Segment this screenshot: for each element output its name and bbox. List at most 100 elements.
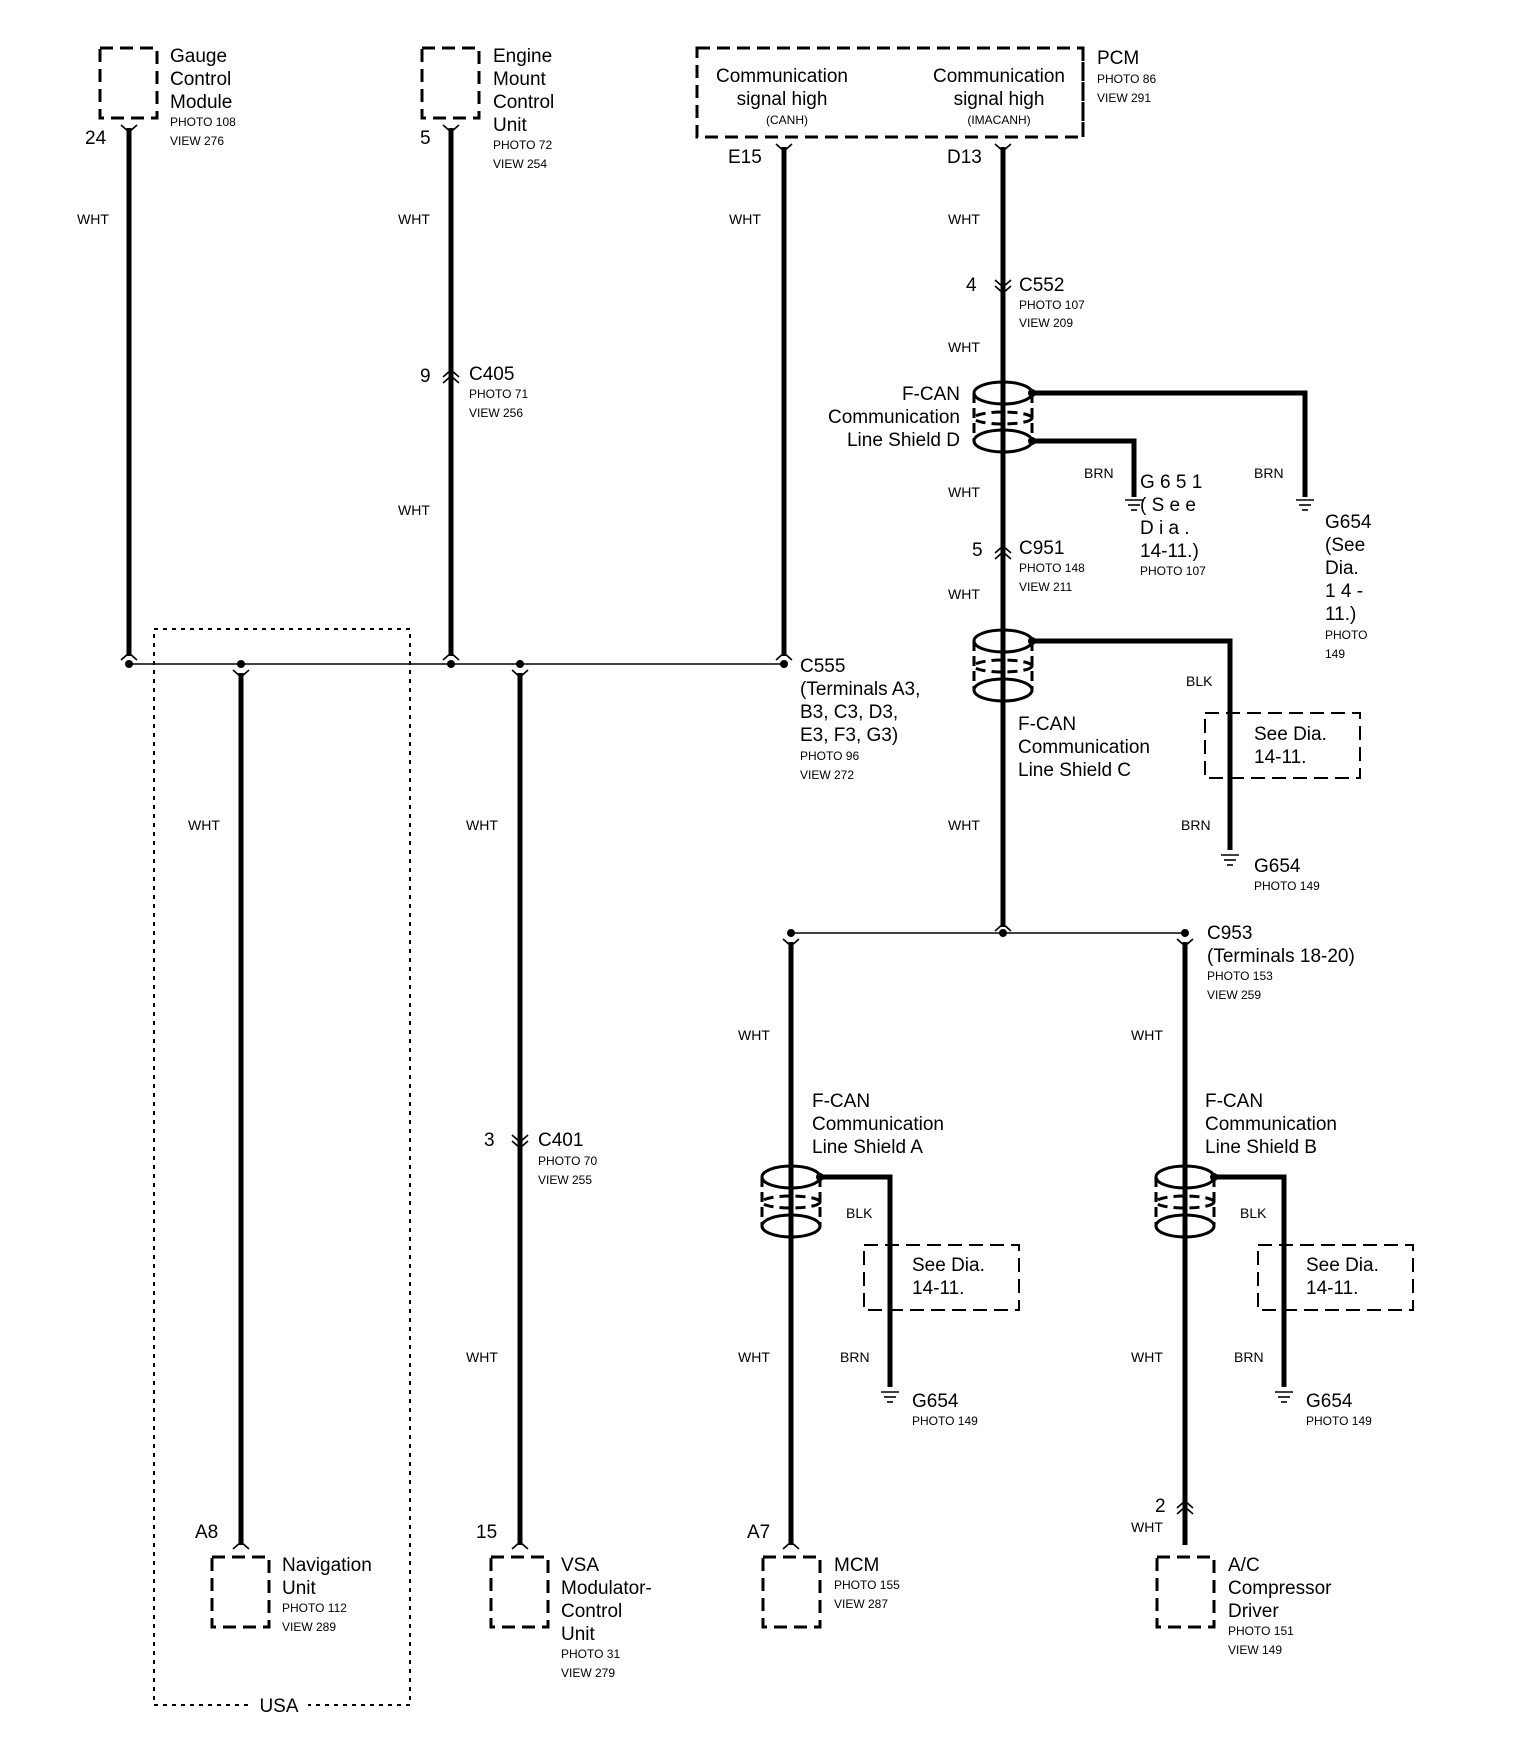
g654-b-id: G654 xyxy=(1306,1391,1353,1412)
shield-a-line2: Communication xyxy=(812,1114,944,1135)
engine-mount-control-unit: Engine Mount Control Unit PHOTO 72 VIEW … xyxy=(420,46,554,171)
acd-photo: PHOTO 151 xyxy=(1228,1624,1294,1638)
c951-photo: PHOTO 148 xyxy=(1019,561,1085,575)
label-wht: WHT xyxy=(948,339,980,355)
label-wht: WHT xyxy=(1131,1027,1163,1043)
mcm-pin: A7 xyxy=(747,1522,770,1543)
vsa-name-1: VSA xyxy=(561,1555,599,1576)
drain-shield-b xyxy=(1214,1174,1287,1387)
mcm-photo: PHOTO 155 xyxy=(834,1578,900,1592)
c405-photo: PHOTO 71 xyxy=(469,387,528,401)
ac-compressor-driver: 2 A/C Compressor Driver PHOTO 151 VIEW 1… xyxy=(1155,1496,1332,1657)
shield-a-line1: F-CAN xyxy=(812,1091,870,1112)
shield-d-line2: Communication xyxy=(828,407,960,428)
g654-c-photo: PHOTO 149 xyxy=(1254,879,1320,893)
g654-a-id: G654 xyxy=(912,1391,959,1412)
emcu-pin: 5 xyxy=(420,128,431,149)
c552-photo: PHOTO 107 xyxy=(1019,298,1085,312)
g654-a-photo: PHOTO 149 xyxy=(912,1414,978,1428)
see-dia-b-line2: 14-11. xyxy=(1306,1278,1358,1299)
g654-top-line1: G654 xyxy=(1325,512,1372,533)
label-wht: WHT xyxy=(466,1349,498,1365)
gcm-box xyxy=(98,46,159,120)
see-dia-c-line1: See Dia. xyxy=(1254,724,1327,745)
see-dia-box-b xyxy=(1257,1244,1414,1311)
pcm-view: VIEW 291 xyxy=(1097,91,1151,105)
drain-shield-d-g651 xyxy=(1032,438,1137,497)
vsa-pin: 15 xyxy=(476,1522,497,1543)
pcm-sig2-line1: Communication xyxy=(933,66,1065,87)
shield-d-line1: F-CAN xyxy=(902,384,960,405)
label-wht: WHT xyxy=(1131,1519,1163,1535)
acd-name-2: Compressor xyxy=(1228,1578,1332,1599)
c401-id: C401 xyxy=(538,1130,583,1151)
pcm-sig2-line3: (IMACANH) xyxy=(967,113,1030,127)
drain-shield-d-g654 xyxy=(1032,390,1308,497)
pcm-name: PCM xyxy=(1097,48,1139,69)
ground-g654-top: G654 (See Dia. 1 4 - 11.) PHOTO 149 xyxy=(1296,499,1372,661)
gcm-view: VIEW 276 xyxy=(170,134,224,148)
shield-b-line3: Line Shield B xyxy=(1205,1137,1317,1158)
shield-a: F-CAN Communication Line Shield A xyxy=(760,1091,944,1239)
shield-b-line1: F-CAN xyxy=(1205,1091,1263,1112)
shield-c-line1: F-CAN xyxy=(1018,714,1076,735)
pcm-sig1-line2: signal high xyxy=(737,89,828,110)
mcm-view: VIEW 287 xyxy=(834,1597,888,1611)
label-wht: WHT xyxy=(948,484,980,500)
emcu-name-4: Unit xyxy=(493,115,528,136)
drain-shield-a xyxy=(820,1174,893,1387)
connector-c401: 3 C401 PHOTO 70 VIEW 255 xyxy=(484,1130,597,1187)
g651-line2: ( S e e xyxy=(1140,495,1196,516)
shield-c-line3: Line Shield C xyxy=(1018,760,1131,781)
c555-view: VIEW 272 xyxy=(800,768,854,782)
see-dia-box-a xyxy=(863,1244,1020,1311)
shield-b: F-CAN Communication Line Shield B xyxy=(1154,1091,1337,1239)
mcm-box xyxy=(761,1555,822,1629)
emcu-name-1: Engine xyxy=(493,46,552,67)
acd-name-1: A/C xyxy=(1228,1555,1260,1576)
see-dia-a-line2: 14-11. xyxy=(912,1278,964,1299)
c953-id: C953 xyxy=(1207,923,1252,944)
c552-view: VIEW 209 xyxy=(1019,316,1073,330)
gauge-control-module: Gauge Control Module PHOTO 108 VIEW 276 … xyxy=(85,46,236,149)
g654-c-id: G654 xyxy=(1254,856,1301,877)
nav-view: VIEW 289 xyxy=(282,1620,336,1634)
label-brn: BRN xyxy=(1254,465,1284,481)
ground-g654-a: G654 PHOTO 149 xyxy=(881,1391,978,1428)
label-wht: WHT xyxy=(466,817,498,833)
pcm-sig1-line1: Communication xyxy=(716,66,848,87)
acd-view: VIEW 149 xyxy=(1228,1643,1282,1657)
label-brn: BRN xyxy=(840,1349,870,1365)
connector-c951: 5 C951 PHOTO 148 VIEW 211 xyxy=(972,538,1085,594)
c552-id: C552 xyxy=(1019,275,1064,296)
g651-line3: D i a . xyxy=(1140,518,1190,539)
c401-photo: PHOTO 70 xyxy=(538,1154,597,1168)
vsa-modulator-control-unit: 15 VSA Modulator- Control Unit PHOTO 31 … xyxy=(476,1522,652,1680)
label-blk: BLK xyxy=(1186,673,1213,689)
emcu-box xyxy=(420,46,481,120)
nav-name-1: Navigation xyxy=(282,1555,372,1576)
emcu-name-3: Control xyxy=(493,92,554,113)
label-brn: BRN xyxy=(1234,1349,1264,1365)
pcm-sig1-line3: (CANH) xyxy=(766,113,808,127)
g654-top-line3: Dia. xyxy=(1325,558,1359,579)
emcu-view: VIEW 254 xyxy=(493,157,547,171)
c401-view: VIEW 255 xyxy=(538,1173,592,1187)
nav-pin: A8 xyxy=(195,1522,218,1543)
vsa-view: VIEW 279 xyxy=(561,1666,615,1680)
gcm-name-3: Module xyxy=(170,92,232,113)
vsa-name-3: Control xyxy=(561,1601,622,1622)
label-brn: BRN xyxy=(1181,817,1211,833)
g654-top-line2: (See xyxy=(1325,535,1365,556)
see-dia-box-c xyxy=(1204,712,1361,779)
see-dia-b-line1: See Dia. xyxy=(1306,1255,1379,1276)
c405-id: C405 xyxy=(469,364,514,385)
g651-line4: 14-11.) xyxy=(1140,541,1199,562)
ground-g654-b: G654 PHOTO 149 xyxy=(1275,1391,1372,1428)
usa-label: USA xyxy=(259,1696,298,1717)
acd-pin: 2 xyxy=(1155,1496,1166,1517)
c951-pin: 5 xyxy=(972,540,983,561)
pcm-pin-e15: E15 xyxy=(728,147,762,168)
g654-b-photo: PHOTO 149 xyxy=(1306,1414,1372,1428)
label-blk: BLK xyxy=(846,1205,873,1221)
